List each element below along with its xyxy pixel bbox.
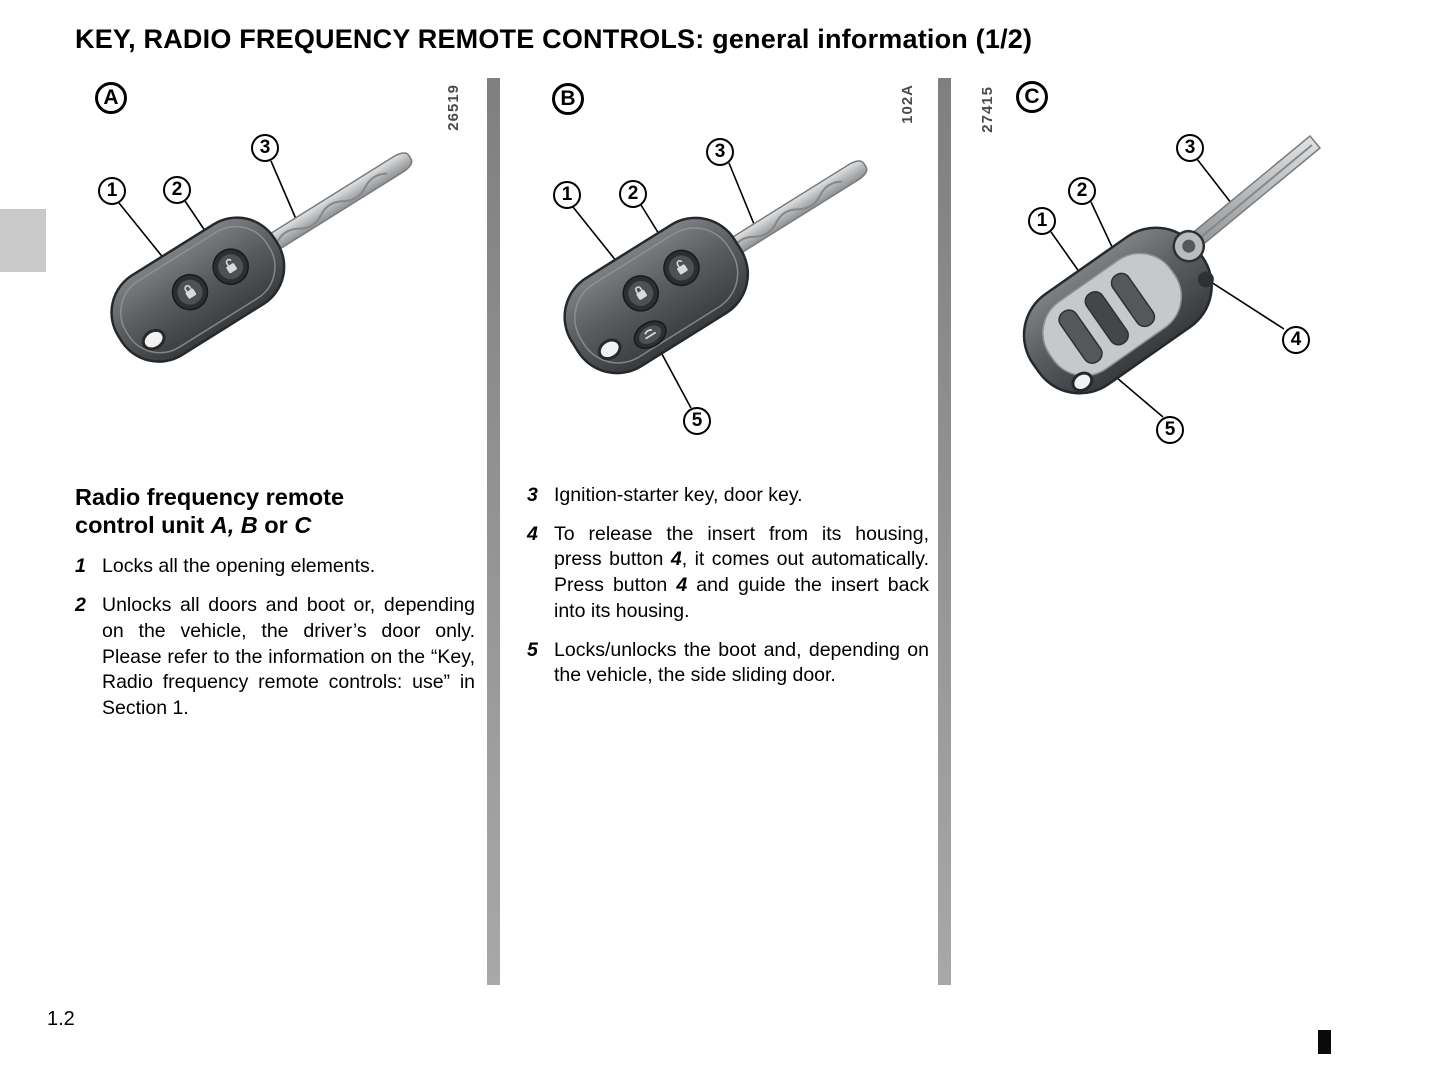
key-body <box>1022 226 1214 395</box>
unlock-button <box>663 249 700 287</box>
key-illustration-a <box>110 152 413 363</box>
lock-button <box>171 273 209 311</box>
item-text: Locks/unlocks the boot and, depending on… <box>554 638 929 687</box>
key-blade <box>1182 134 1322 254</box>
figure-b-callout-1: 1 <box>553 181 581 209</box>
key-body <box>563 160 868 375</box>
key-illustration-c <box>1022 134 1322 418</box>
item-number: 2 <box>75 594 86 617</box>
figure-c: C 1 2 3 4 5 <box>985 80 1445 470</box>
figure-c-callout-1: 1 <box>1028 207 1056 235</box>
figure-a-callout-3: 3 <box>251 134 279 162</box>
boot-button <box>633 320 667 350</box>
item-number: 1 <box>75 555 86 578</box>
page-title: KEY, RADIO FREQUENCY REMOTE CONTROLS: ge… <box>75 24 1033 54</box>
lock-button <box>622 275 660 312</box>
divider-bar-2 <box>938 78 951 985</box>
page-number: 1.2 <box>47 1008 75 1030</box>
divider-bar-1 <box>487 78 500 985</box>
figure-a-label: A <box>95 82 127 114</box>
figure-b: B 1 2 3 5 <box>510 80 945 470</box>
text-column-left: Radio frequency remote control unit A, B… <box>75 483 475 735</box>
item-text: Ignition-starter key, door key. <box>554 484 803 506</box>
figure-b-callout-2: 2 <box>619 180 647 208</box>
item-text: Locks all the opening elements. <box>102 555 376 578</box>
item-text: To release the insert from its housing, … <box>554 522 930 622</box>
keyring-hole <box>141 328 166 351</box>
bar-button-1 <box>1058 309 1103 364</box>
bar-button-3 <box>1110 272 1156 328</box>
figure-c-label: C <box>1016 81 1048 113</box>
figure-c-callout-3: 3 <box>1176 134 1204 162</box>
release-button <box>1197 271 1214 288</box>
figure-b-label: B <box>552 83 584 115</box>
figure-a-callout-2: 2 <box>163 176 191 204</box>
keyring-hole <box>1071 371 1094 392</box>
item-number: 3 <box>527 484 538 506</box>
figure-c-callout-2: 2 <box>1068 177 1096 205</box>
section-heading: Radio frequency remote control unit A, B… <box>75 484 345 539</box>
bar-button-2 <box>1084 291 1129 346</box>
unlock-button <box>212 248 249 285</box>
key-illustration-b <box>563 160 868 409</box>
figure-c-callout-5: 5 <box>1156 416 1184 444</box>
item-text: Unlocks all doors and boot or, depending… <box>102 594 475 720</box>
text-column-middle: 3 Ignition-starter key, door key. 4 To r… <box>527 483 929 702</box>
item-number: 5 <box>527 638 538 661</box>
list-item-4: 4 To release the insert from its housing… <box>527 522 929 625</box>
list-item-3: 3 Ignition-starter key, door key. <box>527 483 929 509</box>
print-registration-mark <box>1318 1030 1331 1054</box>
list-item-1: 1 Locks all the opening elements. <box>75 554 475 580</box>
list-item-5: 5 Locks/unlocks the boot and, depending … <box>527 638 929 689</box>
pivot-pin <box>1172 229 1206 263</box>
heading-line2: control unit <box>75 512 211 539</box>
keyring-hole <box>597 338 622 361</box>
figure-c-callout-4: 4 <box>1282 326 1310 354</box>
item-number: 4 <box>527 522 538 545</box>
figure-b-callout-5: 5 <box>683 407 711 435</box>
figure-a-callout-1: 1 <box>98 177 126 205</box>
list-item-2: 2 Unlocks all doors and boot or, dependi… <box>75 593 475 722</box>
section-margin-tab <box>0 209 46 272</box>
key-body <box>110 152 413 363</box>
figure-b-callout-3: 3 <box>706 138 734 166</box>
figure-a: A 1 2 3 <box>55 80 485 420</box>
heading-line1: Radio frequency remote <box>75 484 345 510</box>
